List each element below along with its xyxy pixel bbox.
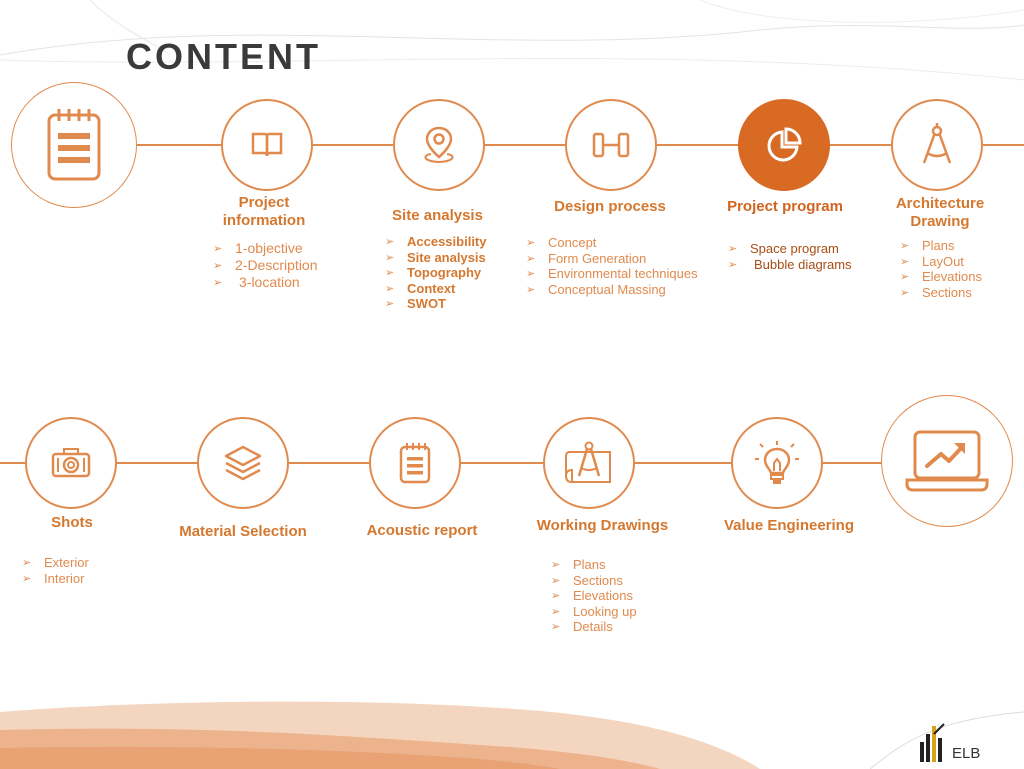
section-label-value-engineering: Value Engineering [723, 517, 855, 534]
content-circle-acoustic-report [369, 417, 461, 509]
list-item: SWOT [385, 296, 487, 312]
section-label-project-program: Project program [727, 198, 843, 215]
camera-icon [51, 448, 91, 478]
list-item: Details [551, 619, 637, 635]
list-project-program: Space program Bubble diagrams [728, 241, 852, 272]
list-item: Environmental techniques [526, 266, 698, 282]
list-item: Sections [900, 285, 982, 301]
book-icon [251, 132, 283, 157]
logo-text: ELB [952, 745, 981, 762]
list-item: Space program [728, 241, 852, 257]
lightbulb-icon [755, 441, 799, 484]
list-item: LayOut [900, 254, 982, 270]
pie-chart-icon [767, 127, 802, 162]
list-item: Plans [900, 238, 982, 254]
company-logo: ELB [918, 722, 980, 762]
list-item: Exterior [22, 555, 89, 571]
list-item: Concept [526, 235, 698, 251]
content-circle-site-analysis [393, 99, 485, 191]
section-label-shots: Shots [51, 514, 93, 531]
content-circle-notepad [11, 82, 137, 208]
section-label-site-analysis: Site analysis [392, 207, 483, 224]
notepad-icon [47, 109, 101, 181]
list-item-text: Bubble diagrams [754, 256, 852, 272]
building-logo-icon [920, 723, 945, 762]
content-circle-laptop [881, 395, 1013, 527]
list-item: Form Generation [526, 251, 698, 267]
list-item: Elevations [900, 269, 982, 285]
content-circle-design-process [565, 99, 657, 191]
list-architecture-drawing: Plans LayOut Elevations Sections [900, 238, 982, 300]
location-pin-icon [424, 126, 454, 164]
list-shots: Exterior Interior [22, 555, 89, 586]
list-item: 3-location [213, 274, 317, 291]
section-label-architecture-drawing: Architecture Drawing [895, 195, 985, 230]
list-design-process: Concept Form Generation Environmental te… [526, 235, 698, 297]
list-item: Plans [551, 557, 637, 573]
list-item: Conceptual Massing [526, 282, 698, 298]
content-circle-value-engineering [731, 417, 823, 509]
list-item: Accessibility [385, 234, 487, 250]
blueprint-compass-icon [565, 441, 611, 483]
list-item: Topography [385, 265, 487, 281]
dumbbell-icon [592, 132, 630, 158]
list-site-analysis: Accessibility Site analysis Topography C… [385, 234, 487, 312]
list-item: Looking up [551, 604, 637, 620]
list-item: 2-Description [213, 257, 317, 274]
list-item: Bubble diagrams [728, 257, 852, 273]
list-item: Elevations [551, 588, 637, 604]
list-item: Context [385, 281, 487, 297]
compass-icon [922, 123, 952, 164]
list-item: Sections [551, 573, 637, 589]
list-item: 1-objective [213, 240, 317, 257]
page-title: CONTENT [126, 36, 321, 77]
list-working-drawings: Plans Sections Elevations Looking up Det… [551, 557, 637, 635]
list-item: Site analysis [385, 250, 487, 266]
list-project-information: 1-objective 2-Description 3-location [213, 240, 317, 291]
section-label-material-selection: Material Selection [179, 523, 307, 540]
section-label-acoustic-report: Acoustic report [366, 522, 478, 539]
list-item: Interior [22, 571, 89, 587]
content-circle-architecture-drawing [891, 99, 983, 191]
laptop-chart-icon [905, 430, 989, 492]
content-circle-shots [25, 417, 117, 509]
section-label-working-drawings: Working Drawings [536, 517, 669, 534]
list-item-text: 3-location [239, 274, 300, 290]
content-circle-project-program [738, 99, 830, 191]
notepad-icon [399, 443, 431, 484]
layers-icon [224, 445, 262, 481]
content-circle-material-selection [197, 417, 289, 509]
content-circle-working-drawings [543, 417, 635, 509]
section-label-design-process: Design process [554, 198, 666, 215]
content-circle-project-information [221, 99, 313, 191]
section-label-project-information: Project information [222, 194, 306, 229]
